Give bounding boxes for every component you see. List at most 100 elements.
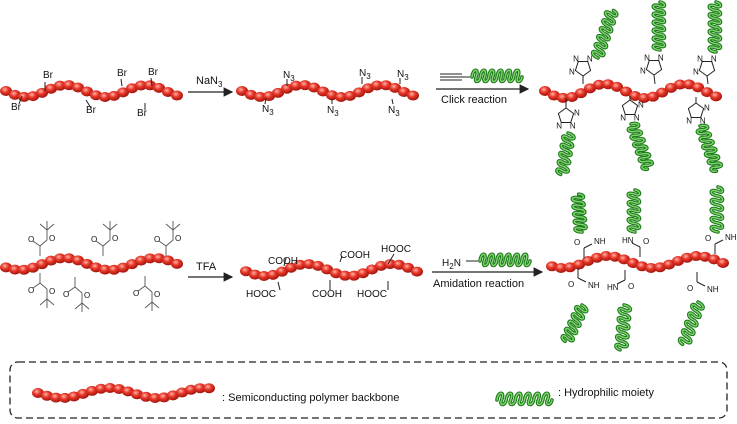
svg-text:O: O <box>91 235 97 244</box>
cooh-label: COOH <box>312 289 342 300</box>
backbone-bead <box>249 269 261 280</box>
legend-box <box>9 361 728 419</box>
backbone-bead <box>681 252 693 263</box>
backbone-bead <box>86 385 98 396</box>
bond-line <box>706 75 709 85</box>
backbone-bead <box>710 91 722 102</box>
backbone-bead <box>602 79 614 90</box>
backbone-bead <box>90 90 102 101</box>
backbone-bead <box>54 253 66 264</box>
backbone-bead <box>171 90 183 101</box>
backbone-bead <box>59 392 71 403</box>
amide-group: O HN <box>622 236 649 257</box>
reagent-h2n: H2N <box>442 258 461 271</box>
svg-text:HN: HN <box>622 236 634 245</box>
svg-text:NH: NH <box>725 233 737 242</box>
backbone-bead <box>591 252 603 263</box>
helix-icon <box>478 252 532 268</box>
svg-text:NH: NH <box>594 237 606 246</box>
bond-line <box>264 97 267 105</box>
polymer-backbones <box>0 79 729 403</box>
backbone-bead <box>245 89 257 100</box>
backbone-bead <box>258 270 270 281</box>
legend-backbone-label: : Semiconducting polymer backbone <box>222 392 399 404</box>
bond-line <box>18 95 23 105</box>
backbone-bead <box>153 253 165 264</box>
backbone-bead <box>546 261 558 272</box>
backbone-bead <box>375 260 387 271</box>
backbone-bead <box>203 383 215 394</box>
svg-text:N: N <box>570 121 576 130</box>
hooc-label: HOOC <box>246 289 276 300</box>
backbone-bead <box>708 254 720 265</box>
backbone-bead <box>717 258 729 269</box>
backbone-bead <box>272 87 284 98</box>
svg-text:O: O <box>63 290 69 299</box>
backbone-bead <box>692 82 704 93</box>
backbone-bead <box>126 83 138 94</box>
helix-icon <box>677 300 705 347</box>
reagent-click: Click reaction <box>441 94 507 106</box>
backbone-bead <box>144 80 156 91</box>
backbone-bead <box>0 86 12 96</box>
svg-text:O: O <box>154 290 160 299</box>
backbone-bead <box>236 86 248 96</box>
backbone-bead <box>281 83 293 94</box>
backbone-bead <box>144 253 156 264</box>
backbone-bead <box>665 82 677 93</box>
backbone-bead <box>254 91 266 102</box>
svg-text:N: N <box>644 54 650 63</box>
svg-text:N: N <box>700 116 706 125</box>
svg-text:NH: NH <box>588 281 600 290</box>
backbone-bead <box>104 383 116 394</box>
bond-line <box>150 77 153 87</box>
backbone-triazole <box>539 79 722 103</box>
backbone-bead <box>54 80 66 91</box>
bond-line <box>283 257 287 267</box>
backbone-bead <box>575 88 587 99</box>
backbone-bead <box>32 388 44 398</box>
backbone-bead <box>566 91 578 102</box>
backbone-bead <box>108 264 120 275</box>
backbone-bead <box>126 259 138 270</box>
helix-icon <box>707 0 723 54</box>
backbone-bead <box>135 80 147 91</box>
bond-line <box>391 98 394 105</box>
backbone-bead <box>312 260 324 271</box>
svg-text:O: O <box>84 291 90 300</box>
svg-text:O: O <box>643 237 649 246</box>
helix-icon <box>695 123 724 174</box>
backbone-bead <box>593 79 605 90</box>
hydrophilic-moieties <box>470 0 725 407</box>
azide-label: N3 <box>397 69 409 82</box>
backbone-bead <box>171 258 183 269</box>
backbone-bead <box>362 83 374 94</box>
bromo-label: Br <box>117 68 128 79</box>
backbone-bead <box>335 91 347 102</box>
reagent-amidation: Amidation reaction <box>433 278 524 290</box>
backbone-bead <box>398 86 410 97</box>
chemical-bonds <box>18 74 709 291</box>
backbone-bead <box>645 262 657 273</box>
backbone-bead <box>609 251 621 262</box>
backbone-bead <box>555 262 567 273</box>
backbone-bead <box>194 383 206 394</box>
backbone-bead <box>308 82 320 93</box>
backbone-bead <box>618 254 630 265</box>
backbone-bead <box>348 270 360 281</box>
backbone-bead <box>294 259 306 270</box>
backbone-bead <box>131 389 143 400</box>
